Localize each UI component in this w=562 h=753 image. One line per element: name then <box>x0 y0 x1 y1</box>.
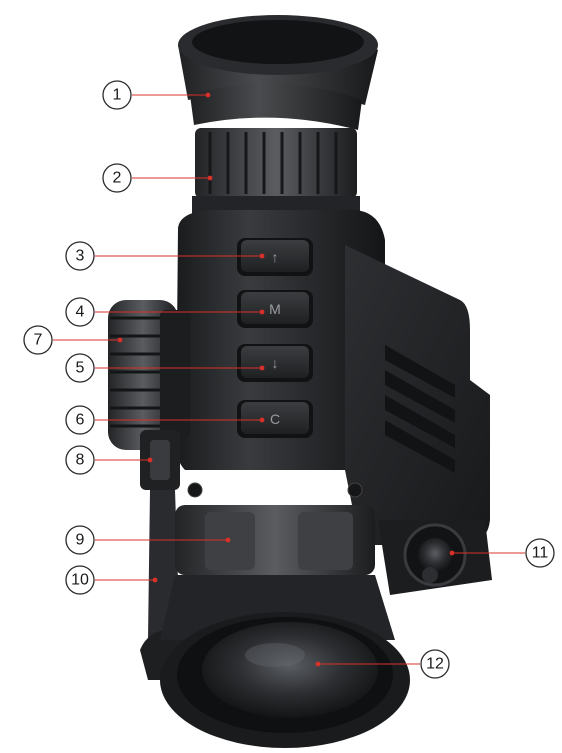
callout-4-label: 4 <box>76 304 85 321</box>
button-down[interactable] <box>241 346 309 378</box>
button-down-glyph: ↓ <box>272 355 279 371</box>
objective-lens <box>160 612 410 748</box>
callout-6-marker <box>65 405 95 435</box>
callout-6-label: 6 <box>76 412 85 429</box>
eyecup <box>178 15 378 130</box>
callout-9-label: 9 <box>76 532 85 549</box>
control-buttons: ↑ M ↓ C <box>237 238 313 438</box>
callout-9-marker <box>65 525 95 555</box>
callout-labels: 1 2 3 4 7 5 6 8 9 10 <box>23 80 555 679</box>
main-housing <box>175 210 490 545</box>
callout-10-label: 10 <box>71 572 89 589</box>
button-camera[interactable] <box>241 402 309 434</box>
callout-4-marker <box>65 297 95 327</box>
button-menu[interactable] <box>241 292 309 324</box>
button-camera-glyph: C <box>270 411 280 427</box>
callout-7-label: 7 <box>34 332 43 349</box>
callout-10-marker <box>65 565 95 595</box>
lens-cap-hinge <box>140 430 180 490</box>
callout-5-marker <box>65 353 95 383</box>
button-up[interactable] <box>241 240 309 272</box>
callout-3-marker <box>65 241 95 271</box>
callout-1-marker <box>102 80 132 110</box>
callout-11-marker <box>525 538 555 568</box>
callout-5-label: 5 <box>76 360 85 377</box>
button-up-glyph: ↑ <box>272 249 279 265</box>
callout-2-marker <box>102 163 132 193</box>
diopter-ring <box>192 128 360 222</box>
callout-12-label: 12 <box>426 656 444 673</box>
callout-11-label: 11 <box>532 545 549 562</box>
callout-1-label: 1 <box>113 87 122 104</box>
callout-8-label: 8 <box>76 452 85 469</box>
callout-3-label: 3 <box>76 248 85 265</box>
callout-8-marker <box>65 445 95 475</box>
rangefinder <box>378 520 492 595</box>
callout-12-marker <box>420 649 450 679</box>
focus-knob <box>108 300 190 450</box>
callout-7-marker <box>23 325 53 355</box>
button-menu-glyph: M <box>269 301 281 317</box>
callout-2-label: 2 <box>113 170 122 187</box>
